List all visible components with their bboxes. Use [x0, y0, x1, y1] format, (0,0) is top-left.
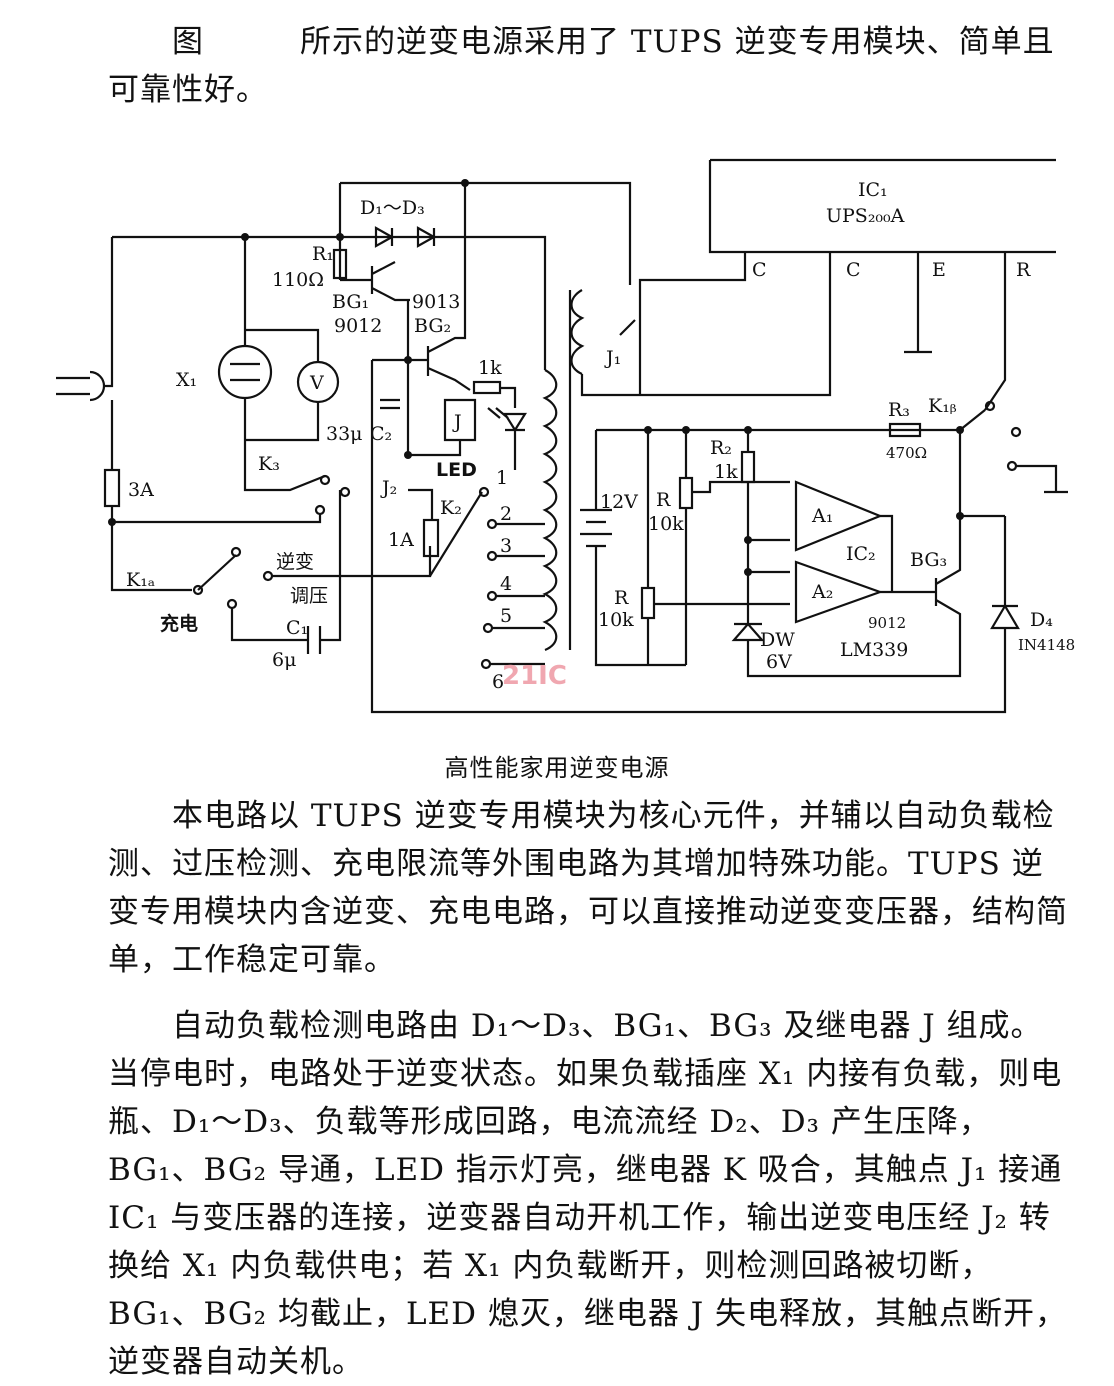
tap-3: 3: [500, 535, 512, 557]
c2-label: C₂: [370, 423, 392, 445]
transformer: [542, 289, 585, 652]
socket-x1: X₁: [176, 237, 273, 440]
pot1-value: 10k: [648, 513, 684, 535]
k3-label: K₃: [258, 453, 280, 475]
voltmeter-label: V: [309, 372, 324, 394]
inverter-label: 逆变: [276, 551, 314, 573]
bg3-label: BG₃: [910, 549, 947, 571]
regulate-label: 调压: [290, 585, 328, 607]
d4-label: D₄: [1030, 609, 1053, 631]
comparator-a1: [794, 480, 883, 552]
bg3-model: 9012: [868, 614, 906, 632]
r1a-label: 1A: [388, 529, 414, 551]
r3-value: 470Ω: [886, 444, 927, 462]
transistor-bg3: BG₃ 9012: [868, 514, 1005, 678]
intro-text: 所示的逆变电源采用了 TUPS 逆变专用模块、简单且可靠性好。: [108, 24, 1055, 108]
fuse-label: 3A: [128, 479, 154, 501]
resistor-1k: [472, 380, 502, 395]
diodes-d1-d3: D₁～D₃: [360, 197, 437, 248]
k2-label: K₂: [440, 497, 462, 519]
intro-paragraph: 图所示的逆变电源采用了 TUPS 逆变专用模块、简单且可靠性好。: [108, 18, 1068, 114]
resistor-r1: [332, 248, 348, 280]
c1-value: 6μ: [272, 649, 296, 671]
ic2-label: IC₂: [846, 543, 876, 565]
resistor-1a: [422, 518, 440, 558]
body-paragraph-1: 本电路以 TUPS 逆变专用模块为核心元件，并辅以自动负载检测、过压检测、充电限…: [108, 798, 1068, 978]
d1-d3-label: D₁～D₃: [360, 197, 425, 219]
tap-2: 2: [500, 503, 512, 525]
ic1-name: IC₁: [858, 179, 888, 201]
c2-value: 33μ: [326, 423, 363, 445]
k1b-label: K₁ᵦ: [928, 395, 957, 417]
d4-model: IN4148: [1018, 636, 1075, 654]
r2-label: R₂: [710, 437, 732, 459]
ic1-pin-r: R: [1016, 259, 1031, 281]
a1-label: A₁: [811, 505, 833, 527]
tap-4: 4: [500, 573, 512, 595]
figure-caption: 高性能家用逆变电源: [444, 754, 670, 782]
resistor-r3: [888, 422, 922, 438]
transistor-bg1: BG₁ 9012: [332, 261, 410, 337]
r1-label: R₁: [312, 243, 334, 265]
bg1-model: 9012: [334, 315, 382, 337]
bg1-label: BG₁: [332, 291, 369, 313]
dw-label: DW: [760, 629, 795, 651]
battery-label: 12V: [600, 491, 638, 513]
tap-1: 1: [496, 467, 508, 489]
potentiometer-r1: [678, 476, 694, 510]
relay-j-label: J: [452, 411, 462, 433]
bg2-model: 9013: [412, 291, 460, 313]
r1-value: 110Ω: [272, 269, 324, 291]
tap-5: 5: [500, 605, 512, 627]
diode-d4: D₄ IN4148: [370, 516, 1075, 714]
intro-fig-word: 图: [172, 24, 204, 60]
ic1-pin-c2: C: [846, 259, 861, 281]
watermark-logo: 21IC: [502, 661, 567, 691]
pot2-value: 10k: [598, 609, 634, 631]
pot1-label: R: [656, 489, 671, 511]
c1-label: C₁: [286, 617, 308, 639]
transistor-bg2: 9013 BG₂: [406, 262, 471, 391]
pot2-label: R: [614, 587, 629, 609]
circuit-schematic: IC₁ UPS₂₀₀A C C E R D₁～D₃ R₁ 110Ω BG₁ 90…: [56, 158, 1075, 714]
battery-12v: 12V: [580, 430, 686, 667]
j2-label: J₂: [380, 477, 397, 499]
led-label: LED: [436, 459, 477, 481]
r2-value: 1k: [714, 461, 738, 483]
ic2-model: LM339: [840, 639, 908, 661]
k1a-label: K₁ₐ: [126, 569, 155, 591]
voltmeter: V: [245, 328, 340, 442]
r3-label: R₃: [888, 399, 910, 421]
comparator-a2: [794, 560, 884, 624]
r1k-label: 1k: [478, 357, 502, 379]
plug: [56, 237, 114, 402]
charge-label: 充电: [160, 612, 198, 635]
potentiometer-r2: [640, 586, 656, 620]
fuse-3a: [103, 468, 121, 508]
ic1-module: IC₁ UPS₂₀₀A C C E R: [630, 158, 1056, 411]
x1-label: X₁: [176, 369, 197, 391]
bg2-label: BG₂: [414, 315, 451, 337]
tap-6: 6: [492, 671, 504, 693]
resistor-r2: [740, 450, 756, 484]
ic1-model: UPS₂₀₀A: [826, 205, 905, 227]
j1-label: J₁: [604, 347, 621, 369]
body-paragraph-2: 自动负载检测电路由 D₁～D₃、BG₁、BG₃ 及继电器 J 组成。当停电时，电…: [108, 1008, 1068, 1380]
dw-value: 6V: [766, 651, 792, 673]
ic1-pin-c1: C: [752, 259, 767, 281]
ic1-pin-e: E: [932, 259, 946, 281]
a2-label: A₂: [811, 581, 833, 603]
